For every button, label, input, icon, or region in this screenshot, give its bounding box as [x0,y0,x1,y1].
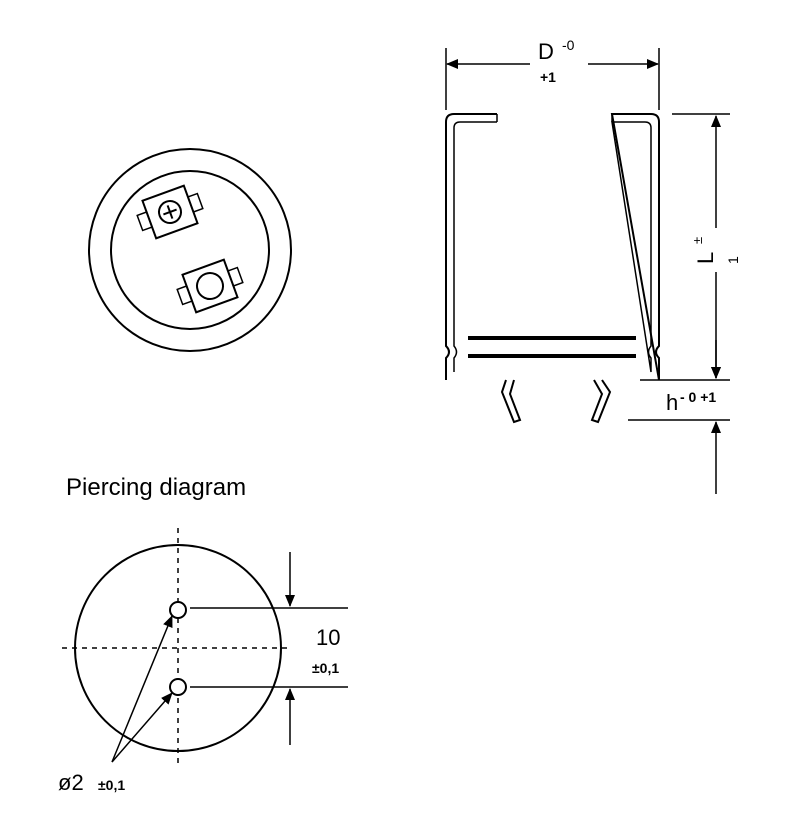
can-outline-outer [445,113,660,381]
terminal-round-icon [176,258,244,314]
height-symbol: h [666,390,678,415]
diameter-symbol: D [538,39,554,64]
spacing-value: 10 [316,625,340,650]
pin-right [590,379,612,424]
length-tol-sign: ± [690,237,705,244]
can-outline-inner [453,121,652,373]
height-tol: - 0 +1 [680,389,716,405]
side-view: D -0 +1 L ± 1 h - 0 +1 [445,37,741,494]
top-view [88,148,292,352]
hole-diameter: ø2 [58,770,84,795]
dimension-height: h - 0 +1 [628,340,730,494]
hole-tol: ±0,1 [98,777,125,793]
spacing-tol: ±0,1 [312,660,339,676]
dimension-diameter: D -0 +1 [445,37,660,110]
top-view-outer-rim [88,148,292,352]
length-tol-value: 1 [725,256,741,264]
dimension-length: L ± 1 [640,113,741,381]
piercing-hole [169,678,187,696]
terminal-plus-icon [136,184,204,240]
piercing-title: Piercing diagram [66,474,246,501]
pin-left [500,379,522,424]
diameter-tol-upper: -0 [562,37,575,53]
top-view-inner-face [110,170,270,330]
length-symbol: L [693,252,718,264]
piercing-diagram: Piercing diagram 10 ±0,1 ø2 ±0,1 [58,474,348,795]
diameter-tol-lower: +1 [540,69,556,85]
piercing-hole [169,601,187,619]
